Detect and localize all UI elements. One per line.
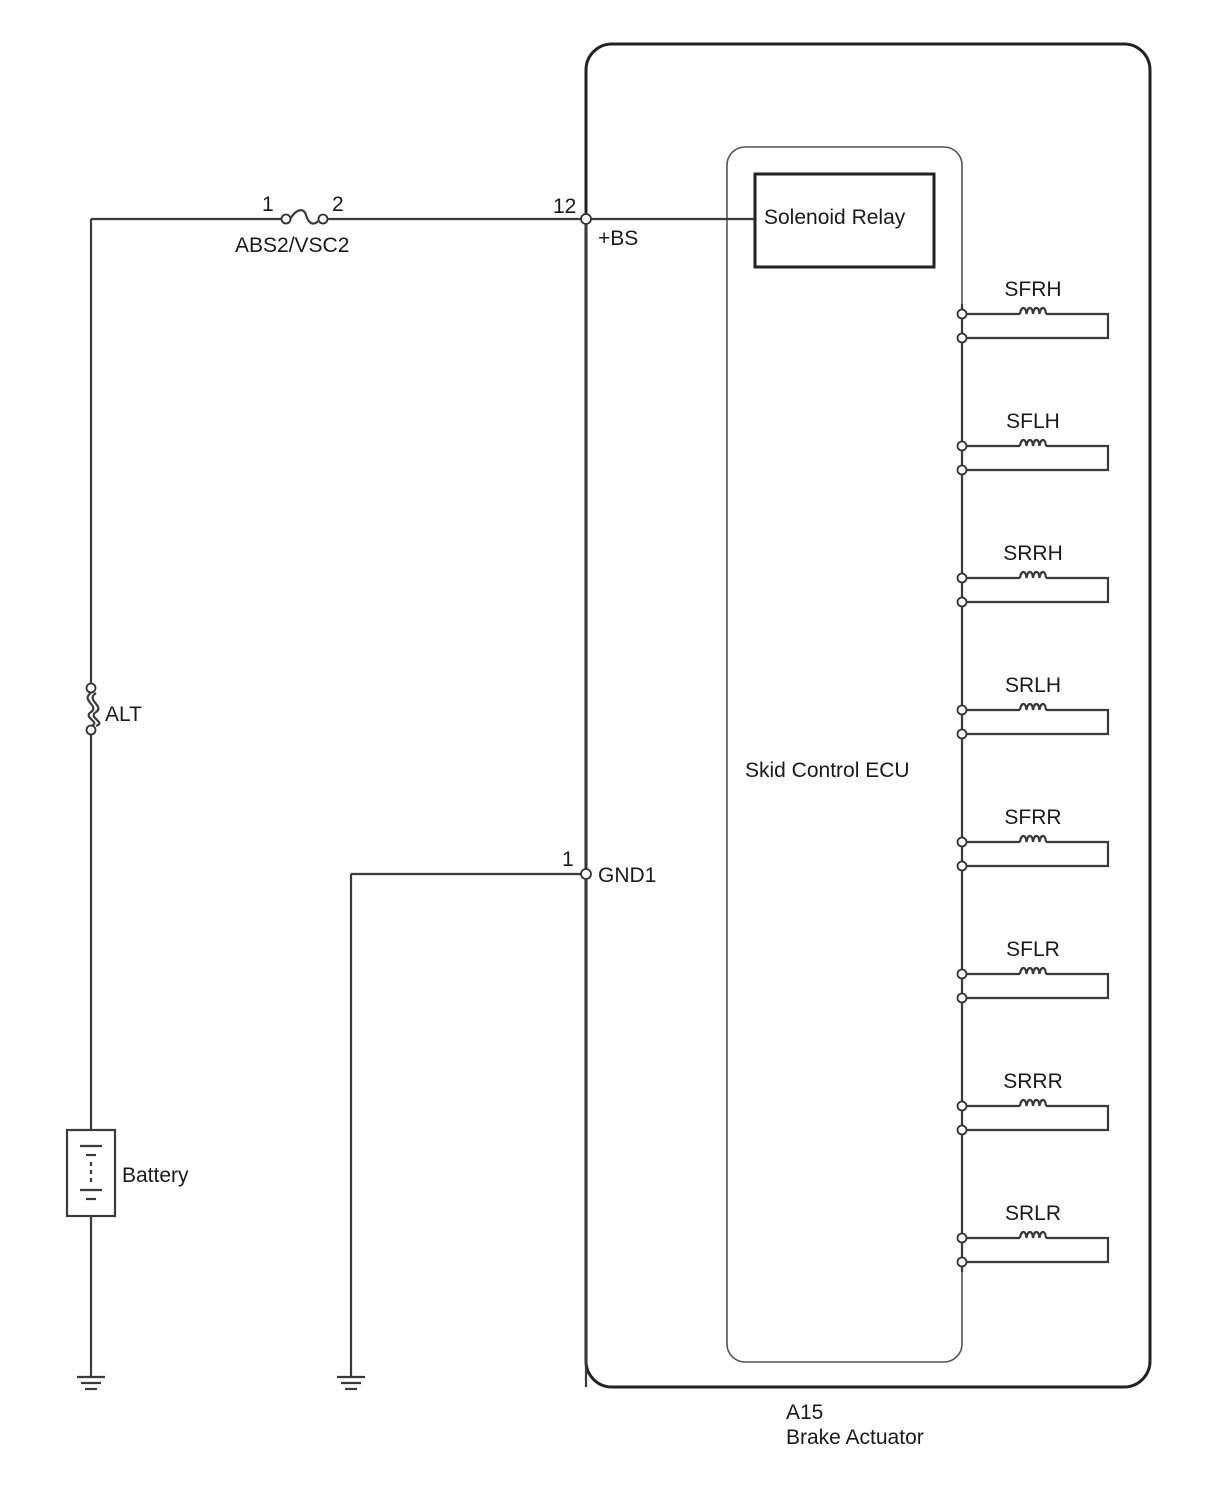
solenoid-terminal bbox=[956, 968, 968, 980]
solenoid-coil-icon bbox=[1018, 570, 1048, 579]
solenoid-coil-icon bbox=[1018, 702, 1048, 711]
solenoid-terminal bbox=[956, 728, 968, 740]
solenoid-sflr-label: SFLR bbox=[1006, 938, 1060, 961]
solenoid-srlr-wire bbox=[966, 1236, 1110, 1264]
bs-pin-number: 12 bbox=[553, 195, 576, 218]
fuse-pin-1-label: 1 bbox=[262, 193, 274, 216]
solenoid-terminal bbox=[956, 1256, 968, 1268]
solenoid-srlh-label: SRLH bbox=[1005, 674, 1061, 697]
skid-control-ecu-outline bbox=[726, 146, 963, 1363]
solenoid-terminal bbox=[956, 860, 968, 872]
solenoid-group: SFRH SFLH SRRH SRLH SFRR SFLR SRRR SRLR bbox=[956, 278, 1110, 1272]
solenoid-srrr-wire bbox=[966, 1104, 1110, 1132]
battery-icon bbox=[65, 1128, 117, 1218]
actuator-name-label: Brake Actuator bbox=[786, 1426, 924, 1449]
solenoid-sflh-wire bbox=[966, 444, 1110, 472]
solenoid-sfrr-label: SFRR bbox=[1004, 806, 1061, 829]
solenoid-sfrr-wire bbox=[966, 840, 1110, 868]
solenoid-terminal bbox=[956, 1232, 968, 1244]
solenoid-sfrh-wire bbox=[966, 312, 1110, 340]
bs-pin-label: +BS bbox=[598, 227, 638, 250]
actuator-code-label: A15 bbox=[786, 1401, 823, 1424]
gnd1-pin-number: 1 bbox=[562, 848, 574, 871]
gnd1-pin-label: GND1 bbox=[598, 864, 656, 887]
solenoid-srrh-label: SRRH bbox=[1003, 542, 1063, 565]
solenoid-terminal bbox=[956, 308, 968, 320]
ground-icon bbox=[77, 1375, 105, 1391]
fuse-abs2-vsc2-icon bbox=[280, 209, 329, 225]
battery-label: Battery bbox=[122, 1164, 189, 1187]
fuse-pin-2-label: 2 bbox=[332, 193, 344, 216]
gnd1-terminal bbox=[580, 868, 592, 880]
solenoid-terminal bbox=[956, 464, 968, 476]
solenoid-srlr-label: SRLR bbox=[1005, 1202, 1061, 1225]
solenoid-terminal bbox=[956, 1124, 968, 1136]
gnd1-wire bbox=[349, 872, 581, 1376]
solenoid-terminal bbox=[956, 332, 968, 344]
solenoid-sfrh-label: SFRH bbox=[1004, 278, 1061, 301]
solenoid-terminal bbox=[956, 704, 968, 716]
solenoid-srlh-wire bbox=[966, 708, 1110, 736]
solenoid-coil-icon bbox=[1018, 966, 1048, 975]
fuse-label: ABS2/VSC2 bbox=[235, 234, 349, 257]
ground-icon bbox=[337, 1375, 365, 1391]
solenoid-sflr-wire bbox=[966, 972, 1110, 1000]
solenoid-coil-icon bbox=[1018, 1098, 1048, 1107]
solenoid-srrr-label: SRRR bbox=[1003, 1070, 1063, 1093]
solenoid-terminal bbox=[956, 1100, 968, 1112]
solenoid-coil-icon bbox=[1018, 834, 1048, 843]
solenoid-coil-icon bbox=[1018, 306, 1048, 315]
skid-control-ecu-label: Skid Control ECU bbox=[745, 759, 910, 782]
solenoid-relay-box bbox=[753, 172, 936, 269]
brake-actuator-outline bbox=[584, 42, 1152, 1389]
solenoid-relay-label: Solenoid Relay bbox=[764, 206, 906, 229]
solenoid-coil-icon bbox=[1018, 1230, 1048, 1239]
solenoid-terminal bbox=[956, 992, 968, 1004]
alt-fusible-link-icon bbox=[85, 682, 101, 736]
solenoid-terminal bbox=[956, 440, 968, 452]
solenoid-terminal bbox=[956, 596, 968, 608]
battery-feed-wire bbox=[89, 217, 282, 1130]
bs-terminal bbox=[580, 213, 592, 225]
solenoid-srrh-wire bbox=[966, 576, 1110, 604]
solenoid-sflh-label: SFLH bbox=[1006, 410, 1060, 433]
solenoid-terminal bbox=[956, 836, 968, 848]
alt-label: ALT bbox=[105, 703, 142, 726]
solenoid-terminal bbox=[956, 572, 968, 584]
solenoid-coil-icon bbox=[1018, 438, 1048, 447]
